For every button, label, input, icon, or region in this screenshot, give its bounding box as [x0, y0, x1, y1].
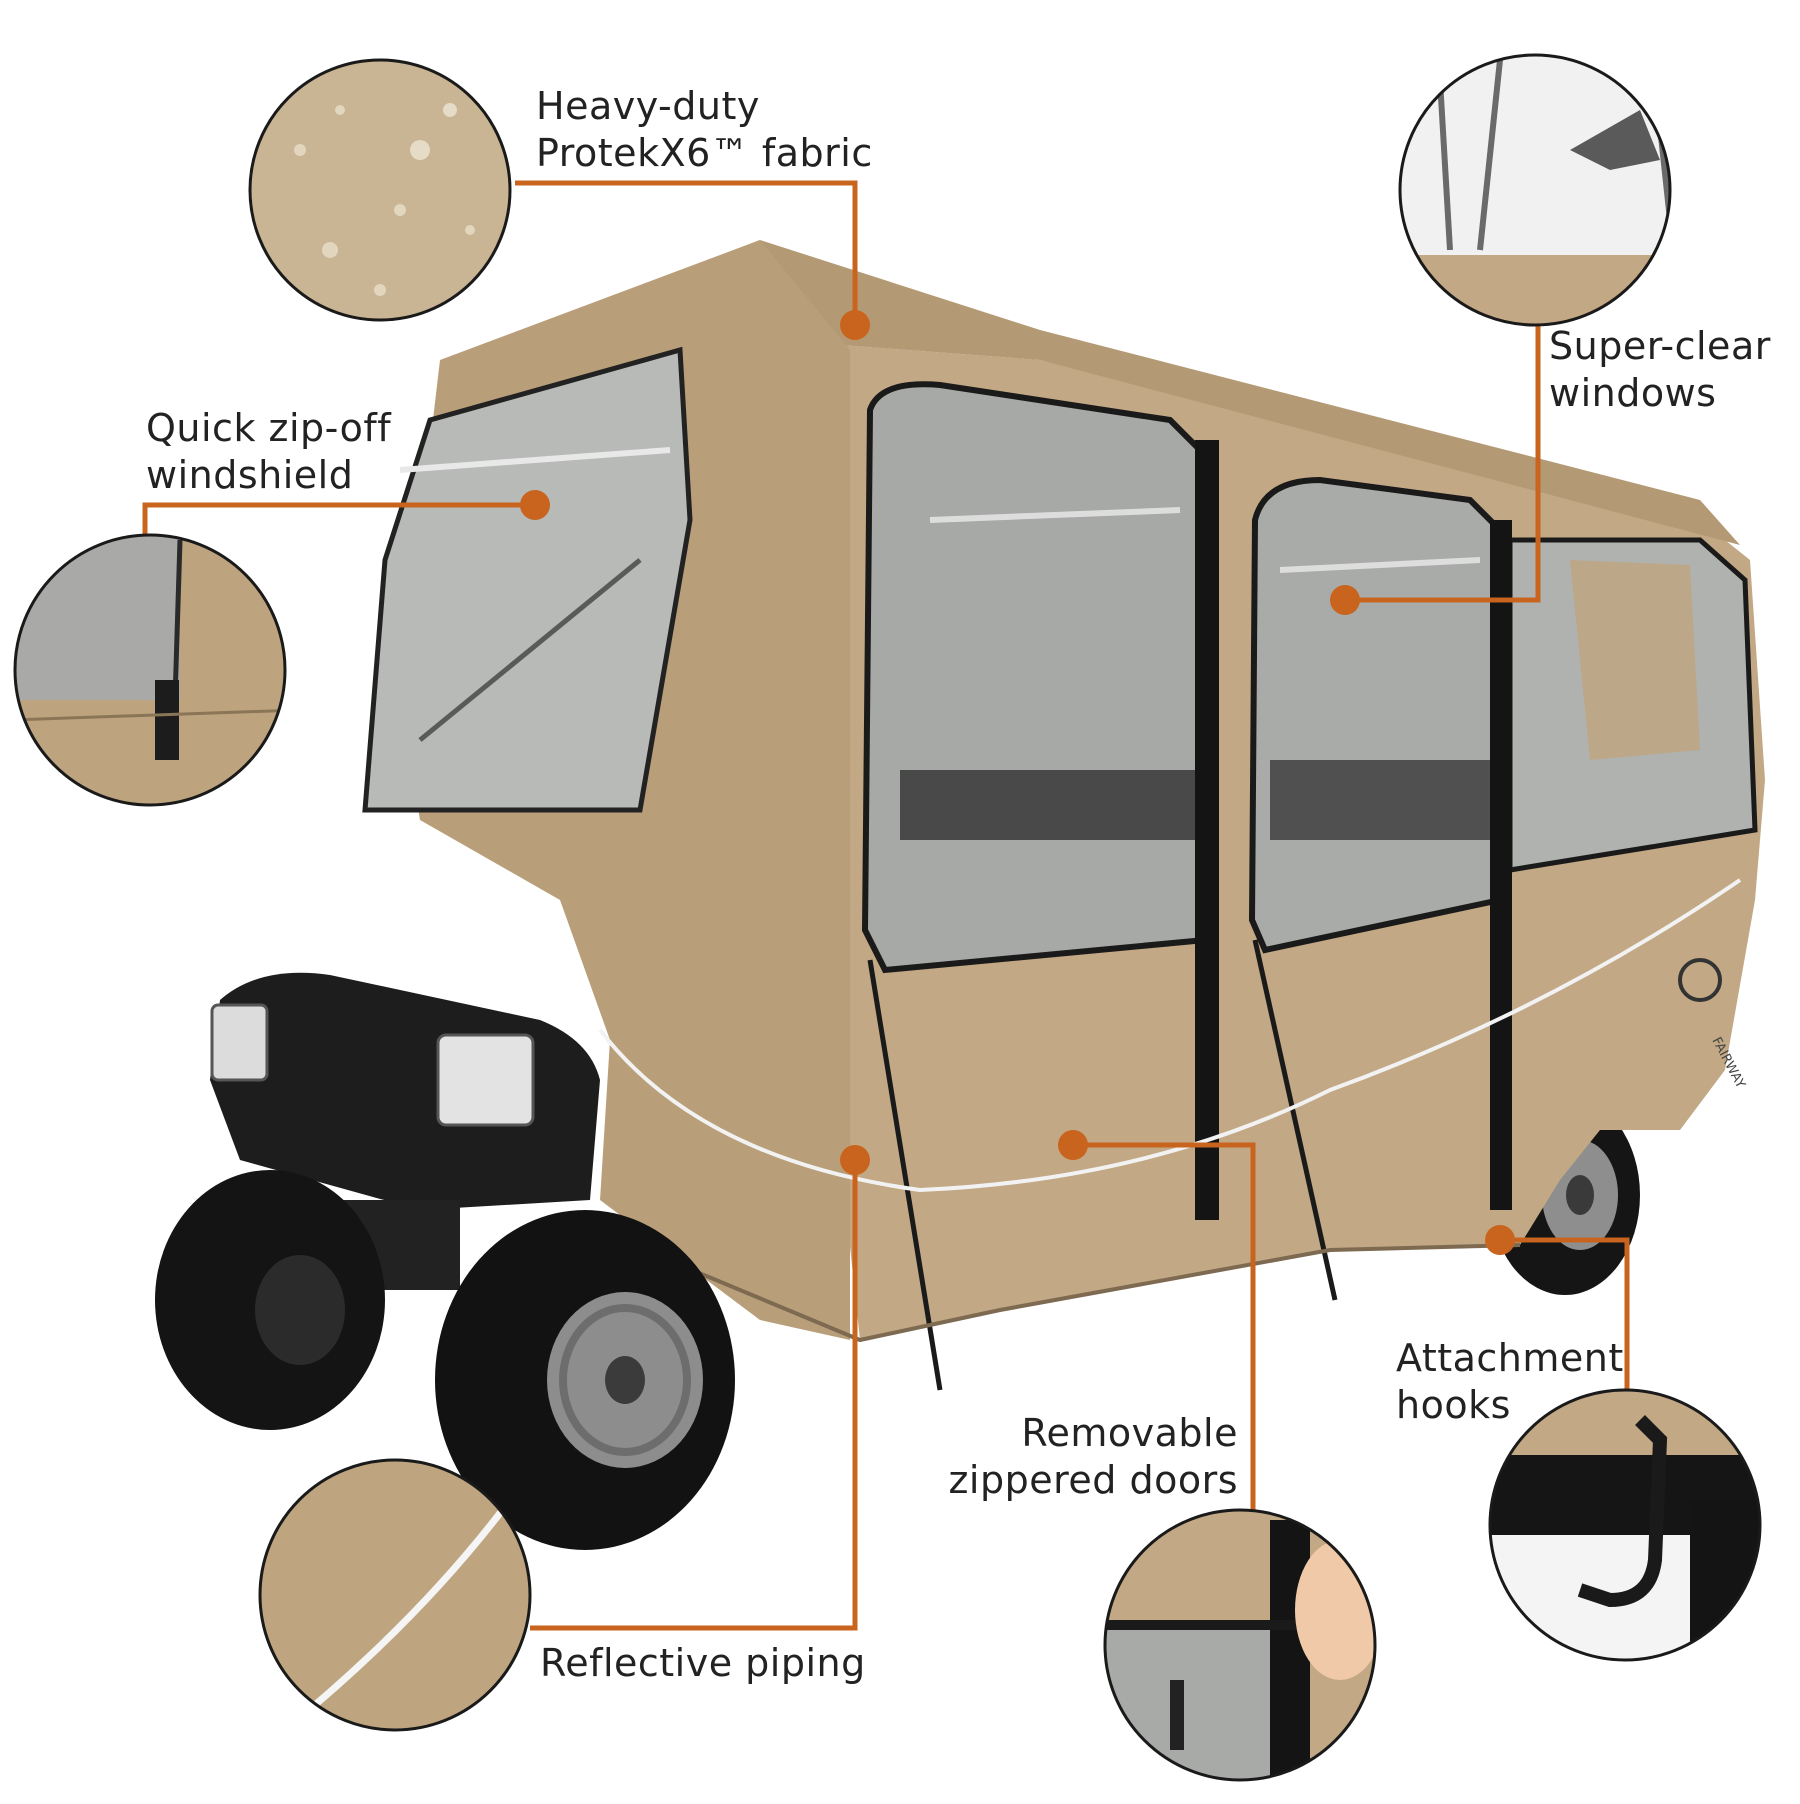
- callout-windows-line1: Super-clear: [1549, 324, 1771, 368]
- callout-piping-line1: Reflective piping: [540, 1641, 866, 1685]
- callout-doors-line2: zippered doors: [948, 1458, 1238, 1502]
- cart-front-cowl: [210, 972, 600, 1210]
- callout-doors: Removable zippered doors: [940, 1410, 1238, 1504]
- callout-windows: Super-clear windows: [1549, 323, 1771, 417]
- side-window-front: [861, 381, 1209, 974]
- callout-dot-windows: [1330, 585, 1360, 615]
- reflective-piping-line: [598, 878, 1742, 1193]
- callout-piping: Reflective piping: [540, 1640, 866, 1687]
- callout-windshield-line2: windshield: [146, 453, 354, 497]
- callout-windows-line2: windows: [1549, 371, 1717, 415]
- callout-fabric-line1: Heavy-duty: [536, 84, 760, 128]
- detail-windshield: [13, 533, 287, 807]
- golf-cart: FAIRWAY: [155, 240, 1765, 1550]
- fairway-logo-icon: [1678, 958, 1722, 1002]
- detail-hooks: [1488, 1388, 1762, 1662]
- callout-dots: [520, 310, 1515, 1255]
- callout-dot-piping: [840, 1145, 870, 1175]
- callout-fabric: Heavy-duty ProtekX6™ fabric: [536, 83, 873, 177]
- callout-windshield-line1: Quick zip-off: [146, 406, 392, 450]
- callout-hooks: Attachment hooks: [1396, 1335, 1624, 1429]
- callout-doors-line1: Removable: [1021, 1411, 1238, 1455]
- headlight-right: [436, 1033, 535, 1127]
- detail-fabric: [248, 58, 512, 322]
- detail-doors: [1103, 1508, 1377, 1782]
- callout-dot-fabric: [840, 310, 870, 340]
- callout-dot-windshield: [520, 490, 550, 520]
- callout-dot-hooks: [1485, 1225, 1515, 1255]
- side-window-mid: [1248, 476, 1503, 954]
- callout-hooks-line2: hooks: [1396, 1383, 1511, 1427]
- callout-hooks-line1: Attachment: [1396, 1336, 1624, 1380]
- door-strap-1: [1195, 440, 1219, 1220]
- windshield: [362, 346, 693, 813]
- headlight-left: [210, 1003, 269, 1082]
- door-strap-2: [1490, 520, 1512, 1210]
- callout-dot-doors: [1058, 1130, 1088, 1160]
- detail-piping: [258, 1458, 532, 1732]
- detail-windows: [1398, 53, 1672, 327]
- callout-fabric-line2: ProtekX6™ fabric: [536, 131, 873, 175]
- callout-windshield: Quick zip-off windshield: [146, 405, 391, 499]
